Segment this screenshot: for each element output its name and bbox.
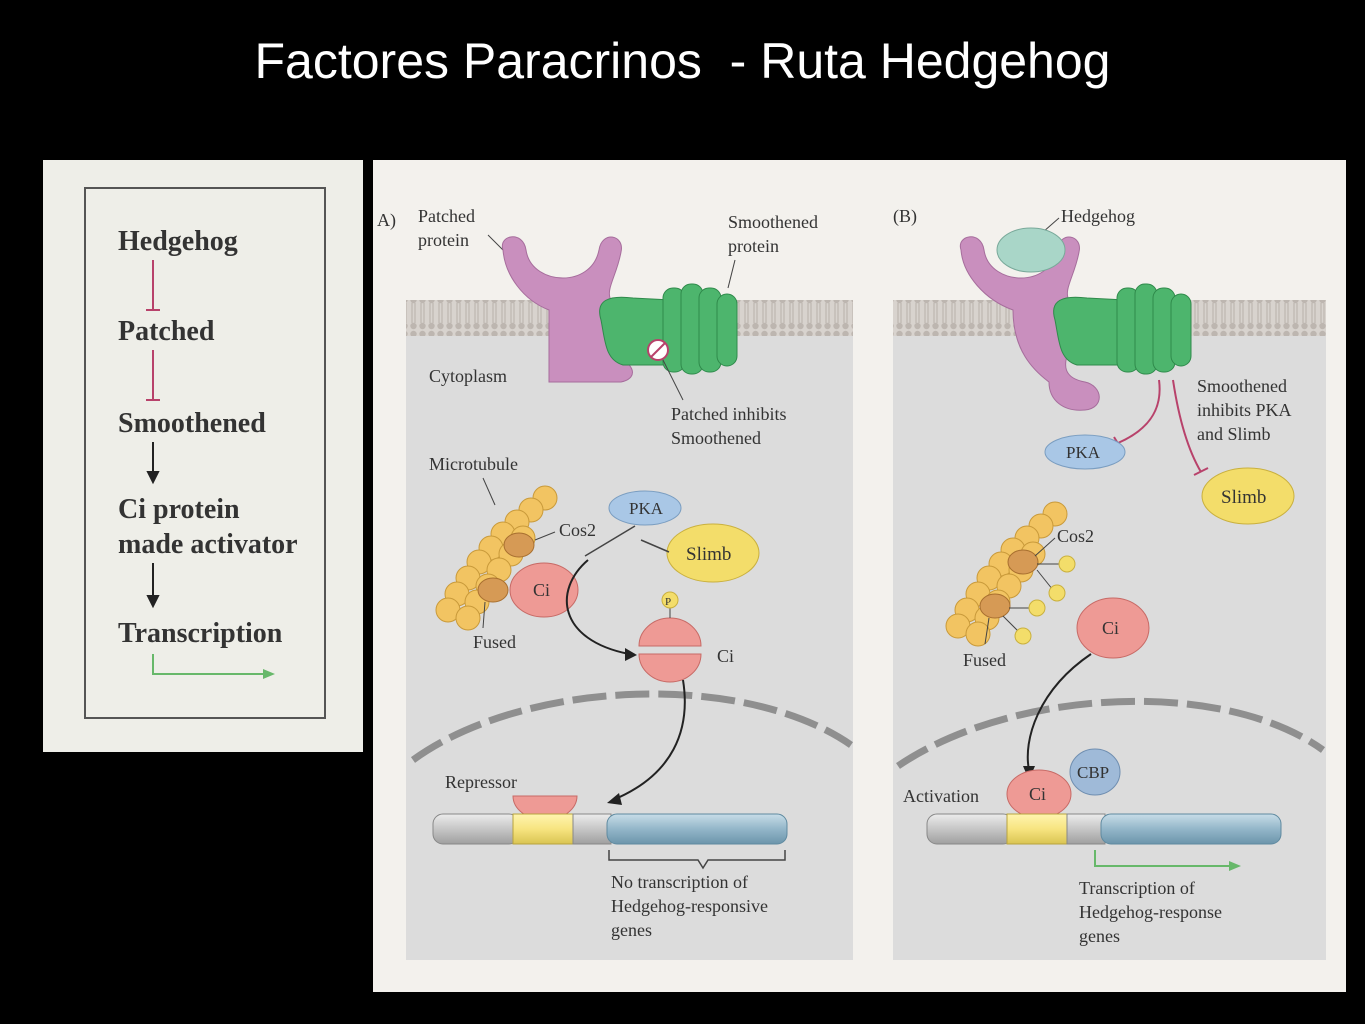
ci-protein-cleaved bbox=[638, 617, 702, 683]
fused-label: Fused bbox=[473, 632, 516, 652]
smoothened-protein-b bbox=[1053, 283, 1192, 375]
cbp-protein bbox=[1069, 748, 1121, 796]
phosphate-icons-b bbox=[1002, 555, 1076, 645]
ci-nuclear-arrow bbox=[1026, 653, 1092, 771]
smoothened-label-2: protein bbox=[728, 236, 779, 256]
fused-protein bbox=[477, 577, 509, 603]
slimb-label-b: Slimb bbox=[1221, 487, 1266, 508]
smoothened-protein bbox=[599, 283, 738, 375]
pathway-summary-diagram: Hedgehog Patched Smoothened Ci protein m… bbox=[84, 187, 326, 719]
gene-bracket bbox=[608, 850, 786, 870]
pathway-summary-panel: Hedgehog Patched Smoothened Ci protein m… bbox=[43, 160, 363, 752]
slimb-protein-b bbox=[1201, 467, 1295, 525]
cleavage-arrow bbox=[565, 559, 630, 655]
step-patched: Patched bbox=[118, 316, 215, 347]
inhibits-label-b-2: inhibits PKA bbox=[1197, 400, 1292, 420]
panel-a: A) Patched protein Smoothened protein bbox=[377, 206, 853, 960]
transcription-arrow-icon bbox=[152, 654, 275, 679]
slimb-protein bbox=[666, 523, 760, 583]
no-transcription-label-2: Hedgehog-responsive bbox=[611, 896, 768, 916]
slide-title: Factores Paracrinos - Ruta Hedgehog bbox=[254, 33, 1111, 89]
panel-a-label: A) bbox=[377, 210, 396, 231]
inhibits-label-1: Patched inhibits bbox=[671, 404, 787, 424]
step-hedgehog: Hedgehog bbox=[118, 226, 238, 257]
activation-label: Activation bbox=[903, 786, 979, 806]
ci-bound-label: Ci bbox=[1029, 784, 1046, 804]
fused-label-b: Fused bbox=[963, 650, 1006, 670]
panel-b: (B) Hedgehog Smoothened inhibits PKA and… bbox=[893, 206, 1326, 960]
cytoplasm-label: Cytoplasm bbox=[429, 366, 507, 386]
hedgehog-ligand bbox=[996, 227, 1066, 273]
ci-label-b: Ci bbox=[1102, 618, 1119, 638]
inhibits-label-b-1: Smoothened bbox=[1197, 376, 1287, 396]
nuclear-envelope-b bbox=[896, 697, 1326, 769]
microtubule-label: Microtubule bbox=[429, 454, 518, 474]
patched-protein bbox=[501, 236, 633, 383]
ci-label: Ci bbox=[533, 580, 550, 600]
inhibits-label-b-3: and Slimb bbox=[1197, 424, 1271, 444]
repressor-arrow bbox=[612, 679, 686, 801]
slimb-label: Slimb bbox=[686, 544, 731, 565]
summary-frame bbox=[84, 187, 326, 719]
inhibits-label-2: Smoothened bbox=[671, 428, 761, 448]
phosphate-icon bbox=[661, 591, 679, 609]
panel-a-cell-bg bbox=[406, 300, 853, 960]
inhibit-arrow-2 bbox=[146, 350, 160, 401]
inhibit-slimb-arrow bbox=[1172, 379, 1202, 473]
dna-gene-a bbox=[432, 813, 788, 845]
pka-label: PKA bbox=[629, 499, 664, 518]
patched-label-2: protein bbox=[418, 230, 469, 250]
cos2-label-b: Cos2 bbox=[1057, 526, 1094, 546]
patched-label-1: Patched bbox=[418, 206, 475, 226]
activate-arrow-2 bbox=[146, 563, 160, 609]
inhibit-arrow-1 bbox=[146, 260, 160, 311]
step-ci-protein: Ci protein bbox=[118, 494, 240, 525]
dna-gene-b bbox=[926, 813, 1282, 845]
no-transcription-label-1: No transcription of bbox=[611, 872, 748, 892]
hedgehog-label: Hedgehog bbox=[1061, 206, 1135, 226]
ci-protein-full bbox=[509, 562, 579, 618]
cos2-protein-b bbox=[1007, 549, 1039, 575]
no-sign-icon bbox=[647, 339, 669, 361]
pka-label-b: PKA bbox=[1066, 443, 1101, 462]
ci-cleaved-label: Ci bbox=[717, 646, 734, 666]
step-smoothened: Smoothened bbox=[118, 408, 266, 439]
transcription-label-3: genes bbox=[1079, 926, 1120, 946]
activate-arrow-1 bbox=[146, 442, 160, 485]
microtubule-filament bbox=[435, 485, 558, 631]
panel-b-label: (B) bbox=[893, 206, 917, 227]
step-transcription: Transcription bbox=[118, 618, 283, 649]
hedgehog-pathway-diagram: A) Patched protein Smoothened protein bbox=[377, 206, 1326, 960]
no-transcription-label-3: genes bbox=[611, 920, 652, 940]
cbp-label: CBP bbox=[1077, 763, 1109, 782]
pka-protein bbox=[608, 490, 682, 526]
inhibit-pka-arrow bbox=[1117, 379, 1161, 444]
cos2-label: Cos2 bbox=[559, 520, 596, 540]
transcription-arrow-icon-b bbox=[1094, 850, 1241, 871]
svg-text:P: P bbox=[665, 596, 671, 608]
smoothened-label-1: Smoothened bbox=[728, 212, 818, 232]
ci-protein-b bbox=[1076, 597, 1150, 659]
transcription-label-2: Hedgehog-response bbox=[1079, 902, 1222, 922]
pka-protein-b bbox=[1044, 434, 1126, 470]
hedgehog-pathway-panel: A) Patched protein Smoothened protein bbox=[373, 160, 1346, 992]
transcription-label-1: Transcription of bbox=[1079, 878, 1195, 898]
cos2-protein bbox=[503, 532, 535, 558]
nuclear-envelope bbox=[410, 690, 853, 763]
step-made-activator: made activator bbox=[118, 529, 298, 560]
repressor-label: Repressor bbox=[445, 772, 517, 792]
fused-protein-b bbox=[979, 593, 1011, 619]
